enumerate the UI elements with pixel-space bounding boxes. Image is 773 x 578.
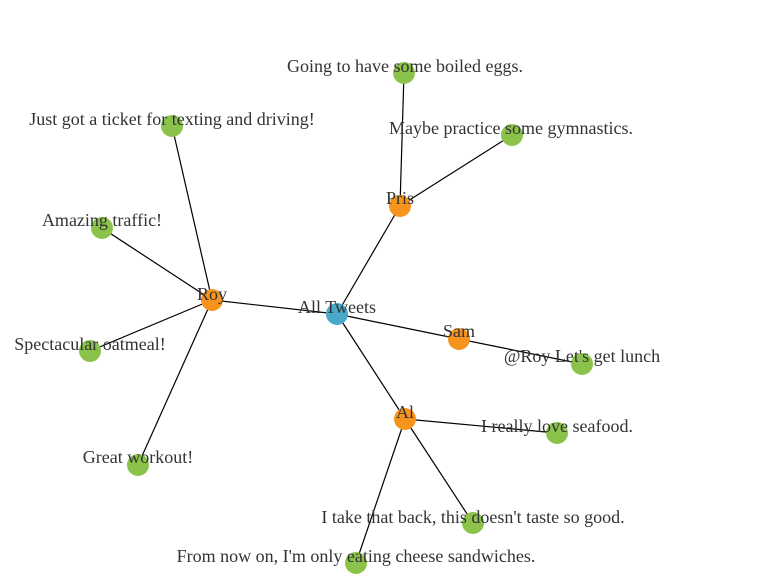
link-al-t9 — [404, 418, 474, 524]
link-roy-t5 — [89, 299, 213, 352]
link-roy-t4 — [101, 227, 213, 301]
user-label-roy: Roy — [197, 284, 227, 304]
tweet-label-t10: From now on, I'm only eating cheese sand… — [177, 546, 536, 566]
root-label-root: All Tweets — [298, 297, 376, 317]
tweet-node-t7[interactable] — [571, 353, 593, 375]
tweet-node-t2[interactable] — [501, 124, 523, 146]
user-label-al: Al — [396, 402, 414, 422]
tweet-label-t7: @Roy Let's get lunch — [504, 346, 660, 366]
link-al-t10 — [355, 418, 406, 564]
user-node-al[interactable] — [394, 408, 416, 430]
user-node-pris[interactable] — [389, 195, 411, 217]
user-label-sam: Sam — [443, 321, 475, 341]
tweet-label-t8: I really love seafood. — [481, 416, 633, 436]
link-al-t8 — [404, 418, 558, 434]
link-root-sam — [336, 313, 460, 340]
link-roy-t6 — [137, 299, 213, 466]
tweet-label-t2: Maybe practice some gymnastics. — [389, 118, 633, 138]
link-pris-t2 — [399, 134, 513, 207]
link-root-pris — [336, 205, 401, 315]
user-node-roy[interactable] — [201, 289, 223, 311]
link-sam-t7 — [458, 338, 583, 365]
tweet-label-t5: Spectacular oatmeal! — [14, 334, 165, 354]
user-node-sam[interactable] — [448, 328, 470, 350]
link-roy-t3 — [171, 125, 213, 301]
tweet-node-t5[interactable] — [79, 340, 101, 362]
link-root-roy — [211, 299, 338, 315]
user-label-pris: Pris — [386, 188, 414, 208]
tweet-node-t10[interactable] — [345, 552, 367, 574]
tweet-node-t8[interactable] — [546, 422, 568, 444]
tweet-label-t6: Great workout! — [83, 447, 193, 467]
root-node-root[interactable] — [326, 303, 348, 325]
link-root-al — [336, 313, 406, 420]
nodes-layer — [79, 62, 593, 574]
tweet-label-t4: Amazing traffic! — [42, 210, 162, 230]
links-layer — [89, 72, 583, 564]
tweet-node-t9[interactable] — [462, 512, 484, 534]
tweet-label-t9: I take that back, this doesn't taste so … — [321, 507, 624, 527]
tweet-node-t6[interactable] — [127, 454, 149, 476]
link-pris-t1 — [399, 72, 405, 207]
tweet-node-t1[interactable] — [393, 62, 415, 84]
tweet-node-t3[interactable] — [161, 115, 183, 137]
tweet-node-t4[interactable] — [91, 217, 113, 239]
tweet-label-t1: Going to have some boiled eggs. — [287, 56, 523, 76]
tweet-label-t3: Just got a ticket for texting and drivin… — [29, 109, 314, 129]
